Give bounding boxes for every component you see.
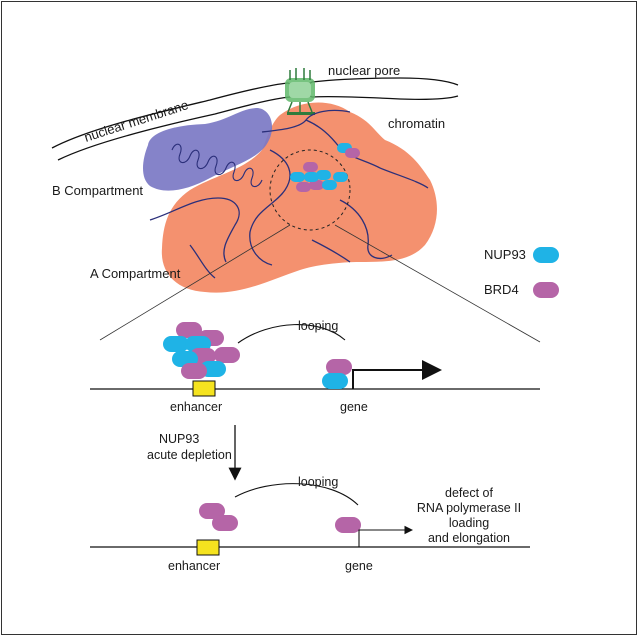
nuclear-membrane-inner [57,96,291,161]
zoom-guide-right [334,224,541,343]
bottom-outcome-text: defect of RNA polymerase II loading and … [417,486,521,545]
bottom-transcription-arrow [358,525,414,547]
outcome-line-3: loading [449,516,489,530]
legend: NUP93 BRD4 [484,247,559,298]
outcome-line-4: and elongation [428,531,510,545]
legend-brd4-swatch [533,282,559,298]
bottom-enhancer-label: enhancer [168,559,220,573]
zoom-guide-left [99,224,291,341]
nuclear-pore-label: nuclear pore [328,63,400,78]
nuclear-membrane-right-outer [311,77,459,86]
nuclear-pore-icon [285,68,315,115]
protein-cluster-nucleus [290,143,360,192]
outcome-line-1: defect of [445,486,493,500]
chromatin-coil [171,143,263,188]
nuclear-membrane-outer [51,82,289,149]
b-compartment-blob [143,108,273,191]
bottom-enhancer-box [196,539,220,556]
top-transcription-arrow [352,360,442,389]
bottom-gene-label: gene [345,559,373,573]
outcome-line-2: RNA polymerase II [417,501,521,515]
top-enhancer-box [192,380,216,397]
transition-label-2: acute depletion [147,448,232,462]
zoom-circle [269,149,351,231]
bottom-looping-label: looping [298,475,338,489]
top-looping-arc [237,324,346,344]
legend-brd4-label: BRD4 [484,282,519,297]
bottom-looping-arc [234,483,359,506]
legend-nup93-label: NUP93 [484,247,526,262]
nuclear-membrane-right-inner [311,95,459,101]
transition-label-1: NUP93 [159,432,199,446]
top-gene-proteins [322,359,352,389]
bottom-enhancer-proteins [199,503,238,531]
legend-nup93-swatch [533,247,559,263]
top-enhancer-label: enhancer [170,400,222,414]
a-compartment-label: A Compartment [90,266,181,281]
top-enhancer-cluster [163,322,240,379]
top-gene-label: gene [340,400,368,414]
chromatin-label: chromatin [388,116,445,131]
bottom-gene-protein [335,517,361,533]
top-looping-label: looping [298,319,338,333]
b-compartment-label: B Compartment [52,183,143,198]
